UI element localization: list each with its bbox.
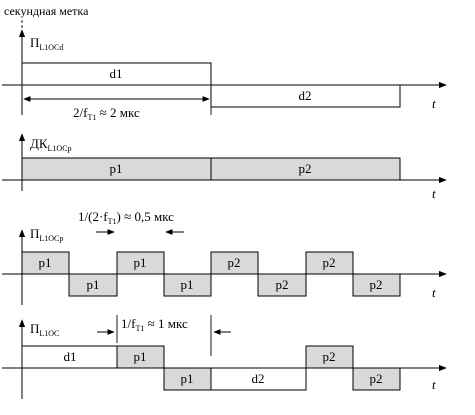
svg-text:p1: p1	[181, 371, 194, 386]
svg-text:d2: d2	[299, 88, 312, 103]
svg-text:d1: d1	[110, 66, 123, 81]
svg-text:d2: d2	[252, 371, 265, 386]
duration-annotation: 1/(2·fT1) ≈ 0,5 мкс	[78, 209, 174, 226]
svg-text:d1: d1	[64, 349, 77, 364]
svg-text:t: t	[432, 186, 436, 201]
svg-text:t: t	[432, 285, 436, 300]
svg-text:p2: p2	[323, 349, 336, 364]
duration-annotation: 2/fT1 ≈ 2 мкс	[73, 105, 140, 122]
svg-text:p2: p2	[276, 277, 289, 292]
svg-text:p1: p1	[134, 255, 147, 270]
svg-text:p1: p1	[181, 277, 194, 292]
svg-text:p2: p2	[323, 255, 336, 270]
signal-name: ПL1OCd	[30, 35, 63, 52]
svg-text:p1: p1	[110, 161, 123, 176]
panel-dk-l1ocp: ДКL1OCp p1 p2 t	[2, 133, 447, 201]
svg-text:p2: p2	[370, 277, 383, 292]
duration-annotation: 1/fT1 ≈ 1 мкс	[121, 316, 188, 333]
second-mark-label: секундная метка	[4, 4, 89, 18]
svg-text:p2: p2	[370, 371, 383, 386]
svg-text:t: t	[432, 377, 436, 392]
signal-name: ДКL1OCp	[30, 136, 72, 153]
signal-name: ПL1OC	[30, 321, 59, 338]
panel-l1ocd: ПL1OCd d1 d2 t 2/fT1 ≈ 2 мкс	[2, 20, 447, 122]
svg-text:p1: p1	[39, 255, 52, 270]
signal-name: ПL1OCp	[30, 226, 63, 243]
svg-text:p2: p2	[228, 255, 241, 270]
panel-l1ocp: ПL1OCp 1/(2·fT1) ≈ 0,5 мкс p1 p1 p2 p2 p…	[2, 209, 447, 305]
svg-text:p1: p1	[87, 277, 100, 292]
svg-text:p1: p1	[134, 349, 147, 364]
svg-text:t: t	[432, 96, 436, 111]
svg-text:p2: p2	[299, 161, 312, 176]
panel-l1oc: ПL1OC 1/fT1 ≈ 1 мкс d1 p1 p2 p1 d2 p2 t	[2, 315, 447, 399]
